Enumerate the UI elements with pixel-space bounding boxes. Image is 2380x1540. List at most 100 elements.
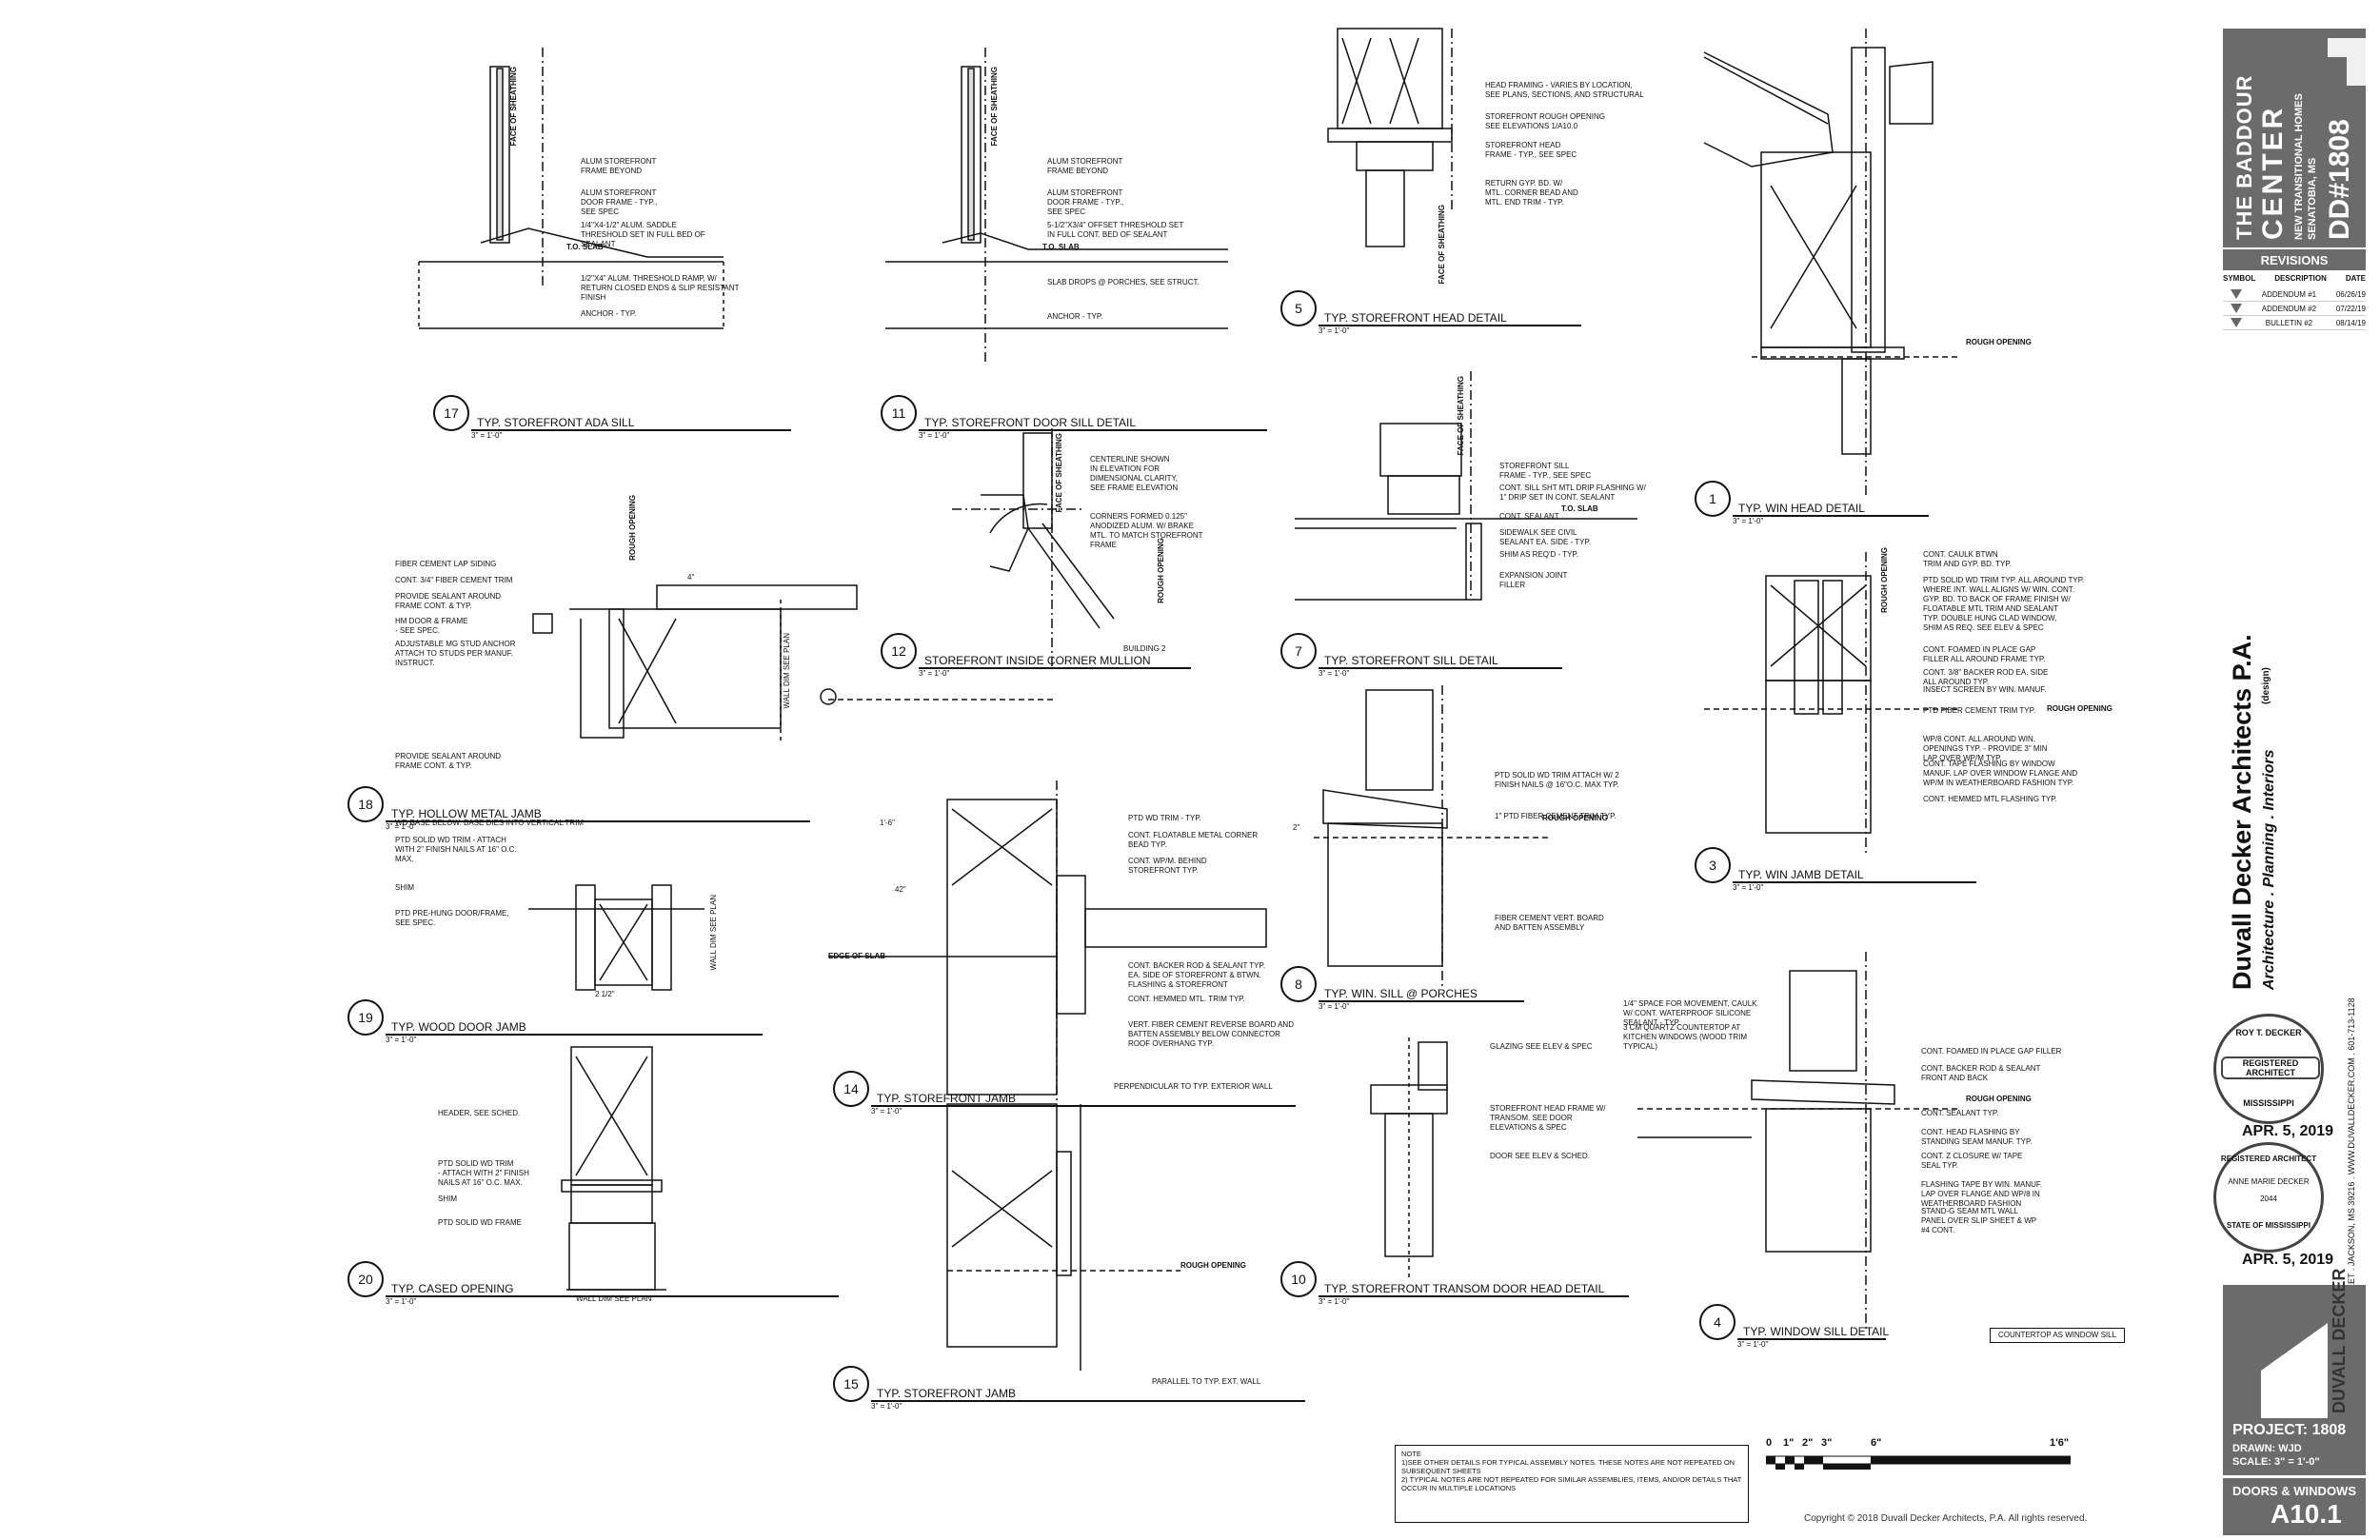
drawing-scale: SCALE: 3" = 1'-0" [2232,1456,2320,1468]
callout-note: CORNERS FORMED 0.125" ANODIZED ALUM. W/ … [1090,512,1203,549]
callout-note: CONT. Z CLOSURE W/ TAPE SEAL TYP. [1921,1152,2023,1170]
scale-label: 2" [1802,1437,1814,1449]
detail-number-bubble: 19 [347,999,384,1036]
top-of-slab-label: T.O. SLAB [1561,504,1598,513]
callout-note: FIBER CEMENT VERT. BOARD AND BATTEN ASSE… [1495,914,1604,932]
seal2-name: ANNE MARIE DECKER [2228,1177,2310,1186]
wall-dim-label: WALL DIM SEE PLAN [709,895,718,971]
detail-title-text: STOREFRONT INSIDE CORNER MULLION [919,646,1191,669]
callout-note: STOREFRONT HEAD FRAME W/ TRANSOM. SEE DO… [1490,1104,1606,1132]
firm-name: Duvall Decker Architects P.A. [2228,634,2256,990]
seal2-state: STATE OF MISSISSIPPI [2226,1221,2311,1230]
detail-title-text: TYP. STOREFRONT JAMB [871,1084,1296,1107]
callout-note: INSECT SCREEN BY WIN. MANUF. [1923,685,2047,694]
rough-opening-label: ROUGH OPENING [1966,338,2032,346]
drawn-by: DRAWN: WJD [2232,1443,2302,1454]
callout-note: CONT. HEMMED MTL FLASHING TYP. [1923,795,2057,803]
scale-label: 0 [1766,1437,1773,1449]
detail-title-text: TYP. STOREFRONT ADA SILL [471,408,791,431]
callout-note: PTD SOLID WD TRIM - ATTACH WITH 2" FINIS… [438,1159,529,1187]
seal1-label: REGISTERED ARCHITECT [2221,1056,2320,1079]
callout-note: 1/2"x4" ALUM. THRESHOLD RAMP, W/ RETURN … [581,274,740,302]
callout-note: WD BASE BELOW. BASE DIES INTO VERTICAL T… [395,819,584,827]
scale-label: 3" [1821,1437,1833,1449]
callout-note: CONT. TAPE FLASHING BY WINDOW MANUF. LAP… [1923,760,2078,787]
architect-seal-2: REGISTERED ARCHITECT ANNE MARIE DECKER 2… [2213,1142,2324,1253]
callout-note: CONT. BACKER ROD & SEALANT TYP. EA. SIDE… [1128,961,1266,989]
callout-note: CONT. HEMMED MTL. TRIM TYP. [1128,995,1245,1003]
firm-design: (design) [2261,667,2271,704]
callout-note: HEAD FRAMING - VARIES BY LOCATION, SEE P… [1485,81,1644,99]
callout-note: GLAZING SEE ELEV & SPEC [1490,1042,1593,1051]
callout-note: 1/4" SPACE FOR MOVEMENT, CAULK W/ CONT. … [1623,999,1757,1027]
callout-note: ANCHOR - TYP. [581,309,637,318]
detail-number-bubble: 20 [347,1261,384,1297]
rough-opening-label: ROUGH OPENING [1880,547,1889,613]
callout-note: CENTERLINE SHOWN IN ELEVATION FOR DIMENS… [1090,455,1179,492]
detail-12-linework [952,428,1115,666]
detail-scale: 3" = 1'-0" [1319,326,1350,335]
detail-10-linework [1370,1037,1448,1280]
seal2-label: REGISTERED ARCHITECT [2220,1155,2317,1163]
callout-note: VERT. FIBER CEMENT REVERSE BOARD AND BAT… [1128,1020,1294,1048]
callout-note: CONT. HEAD FLASHING BY STANDING SEAM MAN… [1921,1128,2033,1146]
detail-extra-note: BUILDING 2 [1123,644,1166,653]
revision-desc: BULLETIN #2 [2265,318,2313,327]
callout-note: ALUM STOREFRONT DOOR FRAME - TYP., SEE S… [1047,188,1124,216]
callout-note: TYP. DOUBLE HUNG CLAD WINDOW, SHIM AS RE… [1923,614,2057,632]
callout-note: ANCHOR - TYP. [1047,312,1103,321]
detail-5-linework [1327,28,1453,247]
rev-col-date: DATE [2345,274,2366,283]
detail-extra-note: PERPENDICULAR TO TYP. EXTERIOR WALL [1114,1082,1273,1091]
callout-note: CONT. FOAMED IN PLACE GAP FILLER ALL ARO… [1923,645,2046,663]
dd-number: DD#1808 [2324,119,2355,240]
detail-number-bubble: 18 [347,786,384,822]
detail-title-text: TYP. HOLLOW METAL JAMB [386,800,810,822]
callout-note: WP/8 CONT. ALL AROUND WIN. OPENINGS TYP.… [1923,735,2048,762]
detail-title-text: TYP. WIN JAMB DETAIL [1733,860,1976,883]
detail-scale: 3" = 1'-0" [1733,883,1764,892]
scale-bar-graphic [1766,1455,2071,1470]
detail-title-text: TYP. WINDOW SILL DETAIL [1737,1317,1889,1340]
general-notes-text: NOTE 1)SEE OTHER DETAILS FOR TYPICAL ASS… [1401,1450,1742,1492]
wall-dim-label: WALL DIM SEE PLAN [576,1294,652,1303]
detail-title-text: TYP. CASED OPENING [386,1274,839,1297]
revision-row: 1ADDENDUM #106/26/19 [2223,287,2366,302]
detail-number-bubble: 7 [1280,633,1317,669]
revision-sym: 2 [2231,304,2242,313]
callout-note: CONT. CAULK BTWN TRIM AND GYP. BD. TYP. [1923,550,2012,568]
callout-note: PTD SOLID WD FRAME [438,1218,523,1227]
architect-seal-1: ROY T. DECKER REGISTERED ARCHITECT MISSI… [2213,1014,2324,1124]
callout-note: CONT. 3/8" BACKER ROD EA. SIDE ALL AROUN… [1923,668,2049,686]
callout-note: ALUM STOREFRONT FRAME BEYOND [1047,157,1123,175]
scale-label: 6" [1871,1437,1882,1449]
callout-note: SLAB DROPS @ PORCHES, SEE STRUCT. [1047,278,1200,286]
detail-title-text: TYP. WIN HEAD DETAIL [1733,494,1929,517]
rev-col-symbol: SYMBOL [2223,274,2256,283]
graphic-scale-bar: 0 1" 2" 3" 6" 1'6" [1766,1437,2090,1485]
edge-of-slab-label: EDGE OF SLAB [828,952,886,960]
callout-note: PROVIDE SEALANT AROUND FRAME CONT. & TYP… [395,752,501,770]
detail-title-text: TYP. WIN. SILL @ PORCHES [1319,979,1524,1002]
detail-1-linework [1703,29,1961,495]
callout-note: CONT. BACKER ROD & SEALANT FRONT AND BAC… [1921,1064,2041,1082]
callout-note: 5-1/2"x3/4" OFFSET THRESHOLD SET IN FULL… [1047,221,1184,239]
detail-title-text: TYP. STOREFRONT JAMB [871,1379,1305,1402]
callout-note: PTD PRE-HUNG DOOR/FRAME, SEE SPEC. [395,909,509,927]
detail-scale: 3" = 1'-0" [1737,1340,1769,1349]
rough-opening-label: ROUGH OPENING [1157,538,1165,603]
rough-opening-label: ROUGH OPENING [1180,1261,1246,1270]
detail-8-linework [1314,685,1552,990]
detail-title-text: TYP. STOREFRONT TRANSOM DOOR HEAD DETAIL [1319,1274,1629,1297]
callout-note: PTD SOLID WD TRIM TYP. ALL AROUND TYP. W… [1923,576,2085,613]
sheet-title: DOORS & WINDOWS [2232,1484,2356,1498]
detail-scale: 3" = 1'-0" [1319,669,1350,678]
project-info-band: PROJECT: 1808 DRAWN: WJD SCALE: 3" = 1'-… [2223,1418,2366,1475]
callout-note: PROVIDE SEALANT AROUND FRAME CONT. & TYP… [395,592,501,610]
